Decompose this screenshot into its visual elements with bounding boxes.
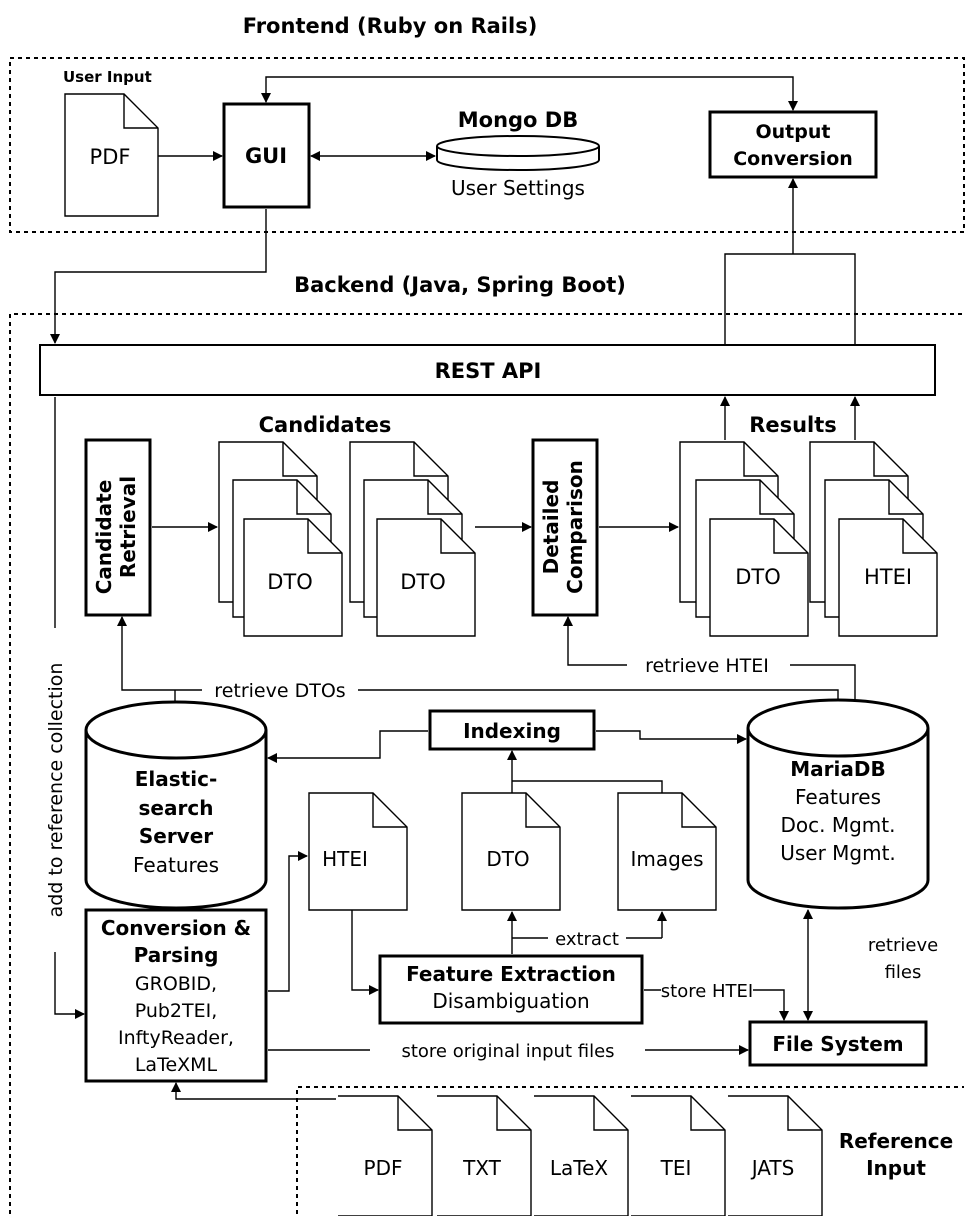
- frontend-title: Frontend (Ruby on Rails): [243, 14, 538, 38]
- mariadb-line3: Doc. Mgmt.: [781, 813, 896, 837]
- conv-line6: LaTeXML: [135, 1054, 218, 1076]
- gui-box: [222, 102, 311, 209]
- ref-doc-jats-label: JATS: [750, 1156, 795, 1180]
- retrieve-dtos-label: retrieve DTOs: [214, 680, 345, 702]
- store-original-label: store original input files: [401, 1041, 614, 1062]
- htei-document: HTEI: [308, 792, 408, 911]
- result-htei-stack: HTEI: [809, 441, 938, 637]
- ref-doc-latex: LaTeX: [534, 1095, 629, 1216]
- retrieve-htei-label: retrieve HTEI: [645, 655, 769, 677]
- user-settings-label: User Settings: [451, 176, 585, 200]
- file-system-box: [748, 1020, 928, 1067]
- feature-extraction-line1: Feature Extraction: [406, 962, 616, 986]
- pdf-input-document: [64, 93, 159, 217]
- ref-doc-tei-label: TEI: [660, 1156, 692, 1180]
- results-label: Results: [749, 413, 837, 437]
- output-conversion-box: [708, 110, 878, 179]
- candidate-dto-label-2: DTO: [400, 570, 446, 594]
- gui-label: GUI: [245, 144, 287, 168]
- extract-label: extract: [555, 929, 619, 950]
- indexing-box: [428, 709, 596, 751]
- es-line1: Elastic-: [135, 767, 218, 791]
- candidate-retrieval-box: [84, 438, 152, 617]
- ref-doc-tei: TEI: [631, 1095, 726, 1216]
- ref-doc-pdf: PDF: [338, 1095, 433, 1216]
- result-dto-label: DTO: [735, 565, 781, 589]
- detailed-comparison-line1: Detailed: [539, 480, 563, 575]
- es-line2: search: [139, 796, 214, 820]
- rest-api-label: REST API: [435, 359, 542, 383]
- user-input-label: User Input: [63, 68, 152, 86]
- store-htei-label: store HTEI: [661, 981, 753, 1002]
- pdf-input-label: PDF: [90, 145, 131, 169]
- ref-doc-latex-label: LaTeX: [550, 1156, 609, 1180]
- mongodb-label: Mongo DB: [458, 108, 578, 132]
- reference-input-line2: Input: [866, 1156, 926, 1180]
- candidate-retrieval-line2: Retrieval: [116, 476, 140, 578]
- mariadb-cylinder: [746, 698, 930, 910]
- file-system-label: File System: [772, 1032, 903, 1056]
- conv-line1: Conversion &: [101, 916, 251, 940]
- mariadb-line2: Features: [795, 785, 881, 809]
- add-to-reference-label: add to reference collection: [45, 663, 67, 918]
- conv-line4: Pub2TEI,: [135, 1000, 218, 1022]
- ref-doc-pdf-label: PDF: [364, 1156, 403, 1180]
- conversion-parsing-box: [84, 908, 268, 1083]
- dto-doc-label: DTO: [486, 847, 529, 871]
- images-document: Images: [617, 792, 717, 911]
- retrieve-files-line2: files: [885, 962, 922, 983]
- output-conversion-line2: Conversion: [733, 148, 853, 170]
- conv-line2: Parsing: [134, 943, 219, 967]
- result-htei-label: HTEI: [864, 565, 912, 589]
- candidate-dto-label-1: DTO: [267, 570, 313, 594]
- es-line4: Features: [133, 853, 219, 877]
- candidates-label: Candidates: [259, 413, 392, 437]
- output-conversion-line1: Output: [756, 121, 831, 143]
- dto-document: DTO: [461, 792, 561, 911]
- candidate-dto-stack-2: DTO: [349, 441, 476, 637]
- ref-doc-txt: TXT: [437, 1095, 532, 1216]
- htei-doc-label: HTEI: [322, 847, 368, 871]
- detailed-comparison-line2: Comparison: [563, 460, 587, 594]
- retrieve-files-line1: retrieve: [868, 935, 938, 956]
- images-doc-label: Images: [630, 847, 703, 871]
- result-dto-stack: DTO: [679, 441, 809, 637]
- backend-region: [9, 313, 964, 1214]
- candidate-dto-stack-1: DTO: [218, 441, 343, 637]
- candidate-retrieval-line1: Candidate: [92, 480, 116, 595]
- mariadb-line1: MariaDB: [790, 757, 885, 781]
- conv-line5: InftyReader,: [118, 1027, 234, 1049]
- feature-extraction-box: [378, 954, 644, 1025]
- frontend-region: [9, 57, 965, 233]
- detailed-comparison-box: [531, 438, 599, 617]
- conv-line3: GROBID,: [135, 973, 217, 995]
- indexing-label: Indexing: [463, 719, 561, 743]
- rest-api-bar: [39, 344, 936, 396]
- backend-title: Backend (Java, Spring Boot): [294, 273, 626, 297]
- ref-doc-jats: JATS: [728, 1095, 823, 1216]
- reference-input-line1: Reference: [839, 1129, 953, 1153]
- es-line3: Server: [139, 824, 213, 848]
- feature-extraction-line2: Disambiguation: [432, 989, 589, 1013]
- reference-input-region: [296, 1086, 964, 1214]
- mariadb-line4: User Mgmt.: [780, 841, 896, 865]
- ref-doc-txt-label: TXT: [462, 1156, 502, 1180]
- elasticsearch-cylinder: [84, 700, 268, 910]
